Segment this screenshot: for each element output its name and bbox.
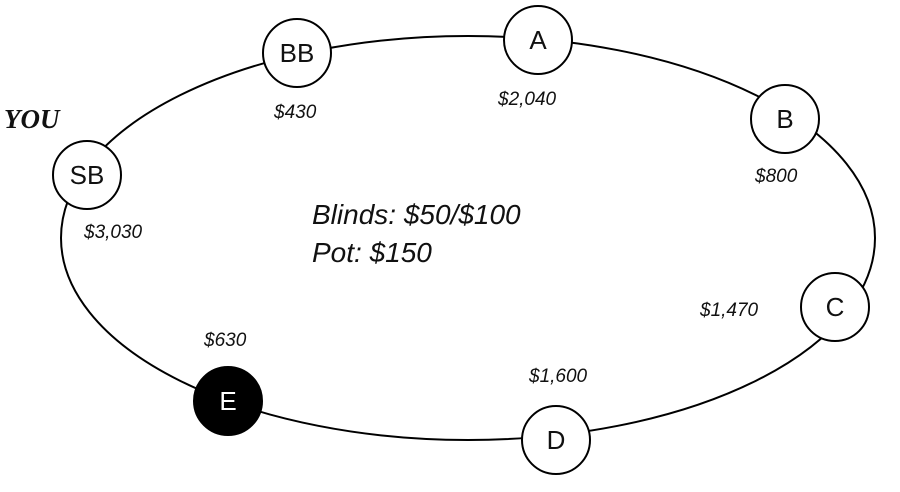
pot-text: Pot: $150 <box>312 237 432 268</box>
seat-e[interactable]: E <box>193 366 263 436</box>
seat-a[interactable]: A <box>503 5 573 75</box>
pot-info: Blinds: $50/$100 Pot: $150 <box>312 196 521 272</box>
seat-b[interactable]: B <box>750 84 820 154</box>
stack-d: $1,600 <box>529 366 588 387</box>
stack-c: $1,470 <box>700 300 759 321</box>
seat-sb[interactable]: SB <box>52 140 122 210</box>
blinds-text: Blinds: $50/$100 <box>312 199 521 230</box>
stack-a: $2,040 <box>498 89 557 110</box>
stack-sb: $3,030 <box>84 222 143 243</box>
stack-b: $800 <box>755 166 798 187</box>
stack-e: $630 <box>204 330 247 351</box>
you-label: YOU <box>4 104 60 134</box>
stack-bb: $430 <box>274 102 317 123</box>
table-ellipse <box>60 35 876 441</box>
seat-d[interactable]: D <box>521 405 591 475</box>
seat-bb[interactable]: BB <box>262 18 332 88</box>
seat-c[interactable]: C <box>800 272 870 342</box>
